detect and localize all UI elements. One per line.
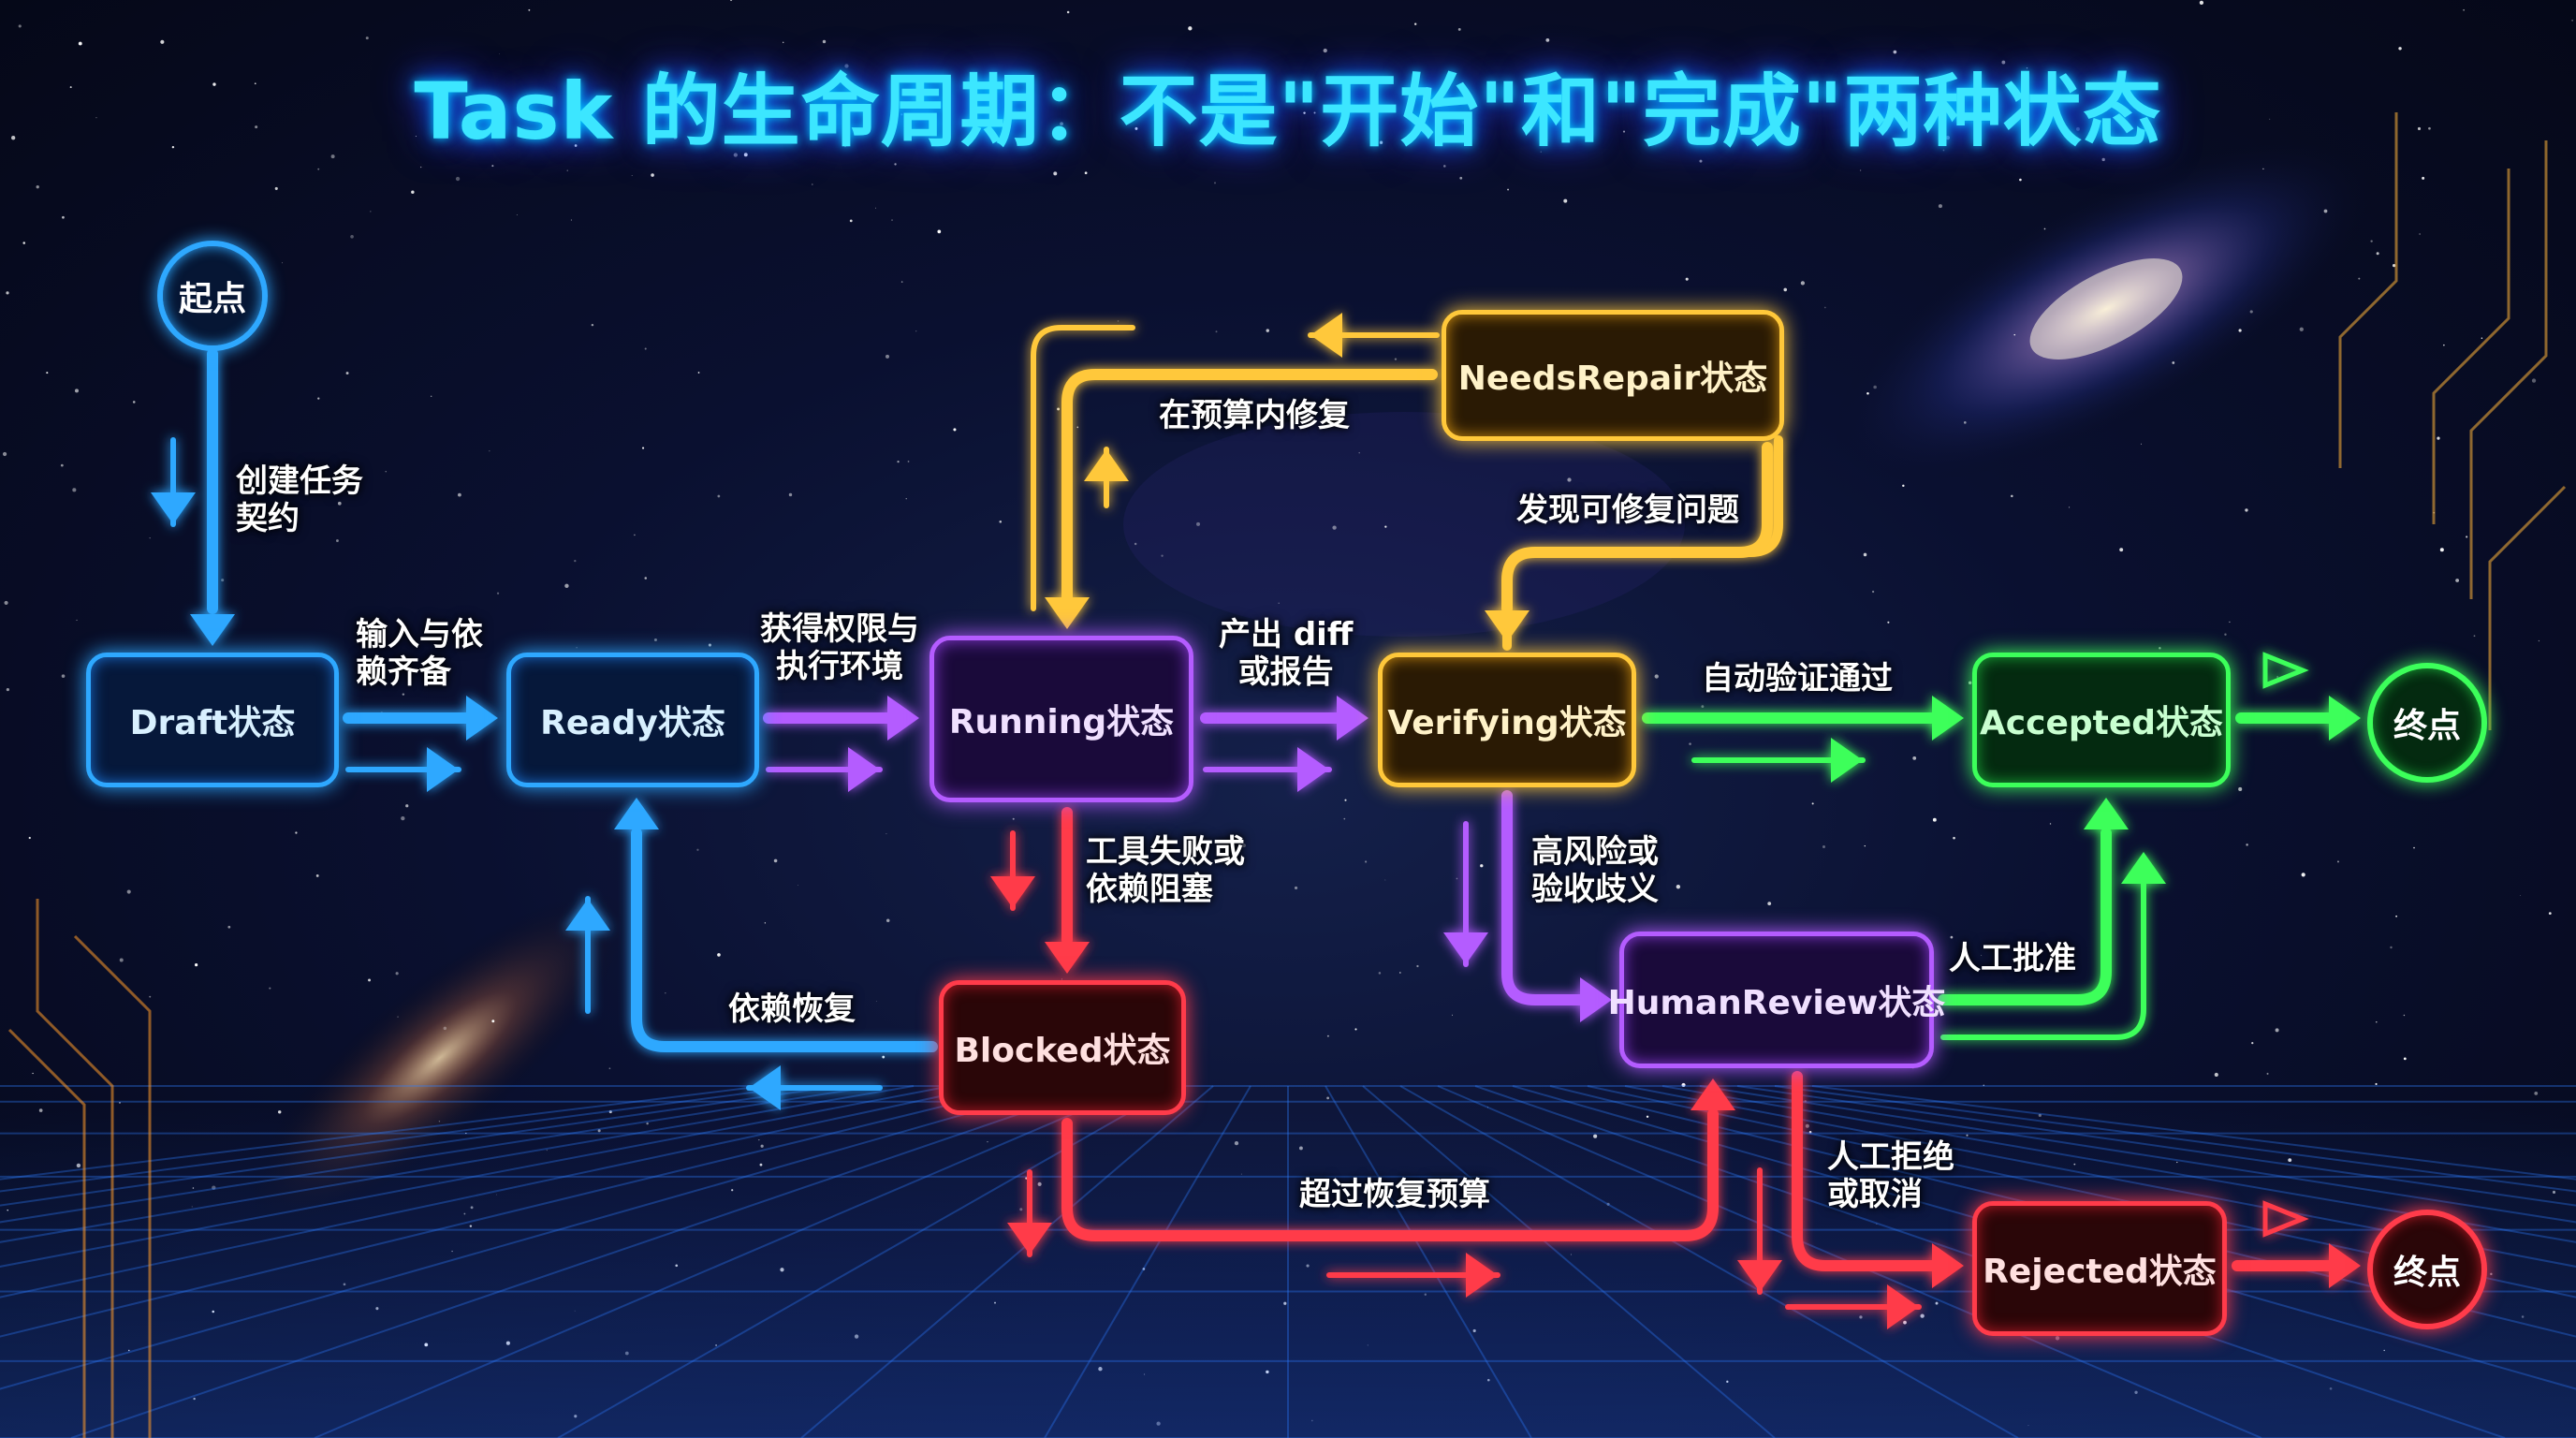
edge-running-to-blocked-head: [1045, 942, 1090, 974]
edge-verifying-to-humanreview-head: [1580, 977, 1612, 1022]
edge-ready-to-running-head: [887, 696, 919, 741]
running-state-node: Running状态: [929, 636, 1193, 802]
accepted-state-node: Accepted状态: [1972, 653, 2231, 787]
edge-label-create-contract: 创建任务契约: [236, 462, 363, 537]
edge-humanreview-to-rejected: [1792, 1071, 1938, 1271]
deco-draft-ready-head: [427, 747, 459, 792]
accepted-end-node: 终点: [2367, 663, 2487, 783]
edge-label-inputs-ready: 输入与依赖齐备: [356, 616, 483, 691]
needs-repair-state-node: NeedsRepair状态: [1442, 310, 1784, 441]
edge-humanreview-to-rejected-head: [1932, 1243, 1964, 1288]
deco-running-verifying-head: [1297, 747, 1329, 792]
deco-budget-curve-head: [1007, 1223, 1052, 1255]
edge-humanreview-to-accepted-inner: [1940, 877, 2146, 1040]
edge-blocked-to-humanreview-head: [1690, 1078, 1735, 1110]
edge-found-fixable: [1501, 442, 1773, 614]
edge-repair-inner: [1031, 325, 1135, 611]
deco-verifying-review-head: [1443, 932, 1488, 964]
diagram-title: Task 的生命周期：不是"开始"和"完成"两种状态: [414, 66, 2162, 157]
human-review-state-node: HumanReview状态: [1608, 932, 1945, 1068]
rejected-state-node: Rejected状态: [1972, 1201, 2227, 1336]
ready-state-node: Ready状态: [506, 653, 759, 787]
edge-label-dependency-recovered: 依赖恢复: [728, 990, 856, 1028]
deco-ready-up-head: [565, 899, 610, 931]
edge-label-human-approve: 人工批准: [1949, 940, 2076, 977]
edge-repair-in-budget-head: [1045, 597, 1090, 629]
edge-start-to-draft-head: [190, 614, 235, 646]
deco-repair-up-head: [1084, 449, 1129, 481]
edge-label-exceed-budget: 超过恢复预算: [1299, 1176, 1490, 1213]
edge-running-to-verifying-head: [1337, 696, 1368, 741]
edge-label-human-reject: 人工拒绝或取消: [1827, 1138, 1954, 1213]
verifying-state-node: Verifying状态: [1378, 653, 1636, 787]
edge-draft-to-ready-head: [466, 696, 498, 741]
edge-verifying-to-accepted-head: [1932, 696, 1964, 741]
deco-ready-running-head: [848, 747, 880, 792]
edge-humanreview-to-accepted: [1938, 828, 2112, 1005]
deco-budget-right-head: [1466, 1253, 1498, 1298]
end-marker-red: [2262, 1200, 2309, 1238]
edge-label-repair-in-budget: 在预算内修复: [1159, 397, 1350, 434]
end-marker-green: [2262, 652, 2309, 689]
deco-repair-left-head: [1310, 313, 1342, 358]
edge-label-get-permissions: 获得权限与执行环境: [760, 610, 919, 685]
draft-state-node: Draft状态: [86, 653, 339, 787]
rejected-end-node: 终点: [2367, 1210, 2487, 1329]
edge-humanreview-to-accepted-inner-head: [2121, 852, 2166, 884]
edge-humanreview-to-accepted-head: [2084, 798, 2129, 829]
start-node: 起点: [157, 241, 268, 351]
deco-verifying-accepted-head: [1831, 738, 1863, 783]
edge-blocked-to-humanreview: [1061, 1108, 1719, 1241]
edge-label-high-risk: 高风险或验收歧义: [1531, 833, 1659, 908]
edge-found-fixable-head: [1485, 610, 1530, 642]
deco-reject-curve-head: [1737, 1260, 1782, 1292]
deco-blocked-ready-head: [749, 1065, 781, 1110]
edge-blocked-to-ready: [631, 828, 938, 1052]
edge-label-found-fixable: 发现可修复问题: [1516, 492, 1739, 529]
edge-accepted-to-end-head: [2329, 696, 2361, 741]
edge-label-tool-fail: 工具失败或依赖阻塞: [1086, 833, 1245, 908]
edge-repair-in-budget: [1061, 369, 1438, 605]
deco-start-draft-head: [151, 492, 196, 524]
edge-rejected-to-end-head: [2329, 1243, 2361, 1288]
deco-running-blocked-head: [990, 876, 1035, 908]
blocked-state-node: Blocked状态: [939, 980, 1186, 1115]
edge-blocked-to-ready-head: [614, 798, 659, 829]
edge-verifying-to-humanreview: [1501, 790, 1588, 1005]
deco-reject-right-head: [1887, 1284, 1919, 1329]
edge-label-auto-verify: 自动验证通过: [1702, 660, 1893, 697]
